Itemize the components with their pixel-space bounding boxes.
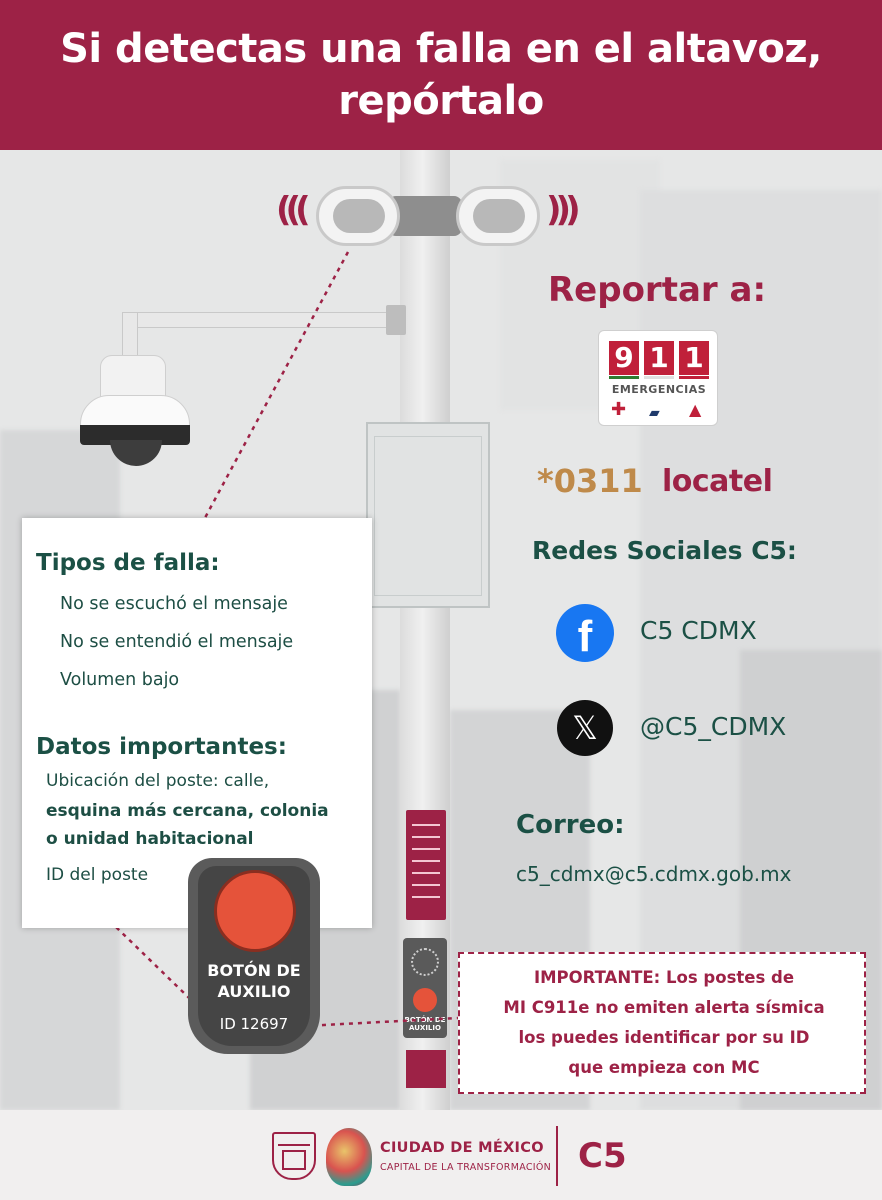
camera-band — [80, 425, 190, 445]
x-handle[interactable]: @C5_CDMX — [640, 712, 787, 741]
tipos-item: No se entendió el mensaje — [60, 632, 294, 652]
datos-item: esquina más cercana, colonia — [46, 801, 329, 821]
pole-help-button-box: BOTÓN DE AUXILIO — [403, 938, 447, 1038]
important-line: los puedes identificar por su ID — [518, 1028, 810, 1047]
cdmx-tagline: CAPITAL DE LA TRANSFORMACIÓN — [380, 1162, 552, 1173]
logo-911-digit: 9 — [609, 341, 639, 375]
info-card: Tipos de falla: No se escuchó el mensaje… — [22, 518, 372, 928]
logo-911-digit: 1 — [644, 341, 674, 375]
logo-911: 9 1 1 EMERGENCIAS ✚ ▰ ▲ — [598, 330, 718, 426]
camera-body — [80, 395, 190, 427]
camera-arm — [122, 312, 392, 328]
datos-item: ID del poste — [46, 865, 149, 885]
speaker-right-icon — [456, 186, 540, 246]
social-title: Redes Sociales C5: — [532, 536, 797, 565]
page-title: Si detectas una falla en el altavoz, rep… — [60, 26, 822, 124]
facebook-handle[interactable]: C5 CDMX — [640, 616, 757, 645]
tipos-title: Tipos de falla: — [36, 550, 220, 576]
help-button-id: ID 12697 — [219, 1015, 289, 1033]
pole-help-button-label: BOTÓN DE AUXILIO — [404, 1016, 446, 1032]
x-twitter-icon[interactable]: 𝕏 — [557, 700, 613, 756]
logo-911-digit: 1 — [679, 341, 709, 375]
cdmx-shield-icon — [272, 1132, 316, 1180]
report-title: Reportar a: — [548, 270, 767, 310]
camera-housing — [100, 355, 166, 400]
important-line: IMPORTANTE: Los postes de — [533, 968, 795, 987]
datos-item: Ubicación del poste: calle, — [46, 771, 270, 791]
datos-item: o unidad habitacional — [46, 829, 254, 849]
pole-wifi-sign — [406, 810, 446, 920]
footer — [0, 1110, 882, 1200]
cdmx-name: CIUDAD DE MÉXICO — [380, 1140, 544, 1156]
cdmx-emblem-icon — [326, 1128, 372, 1186]
tipos-item: No se escuchó el mensaje — [60, 594, 288, 614]
tipos-item: Volumen bajo — [60, 670, 180, 690]
help-button-label: BOTÓN DE AUXILIO — [207, 961, 301, 1001]
firefighter-icon: ▲ — [689, 400, 702, 419]
pole-lower-sign — [406, 1050, 446, 1088]
speaker-grille-icon — [411, 948, 439, 976]
police-cap-icon: ▰ — [649, 405, 660, 421]
red-cross-icon: ✚ — [611, 399, 627, 420]
facebook-icon[interactable]: f — [556, 604, 614, 662]
pole-help-button — [413, 988, 437, 1012]
mail-address[interactable]: c5_cdmx@c5.cdmx.gob.mx — [516, 862, 792, 886]
speaker-mount — [388, 196, 462, 236]
logo-911-label: EMERGENCIAS — [611, 383, 707, 396]
locatel-number: *0311 — [537, 462, 643, 500]
important-line: que empieza con MC — [568, 1058, 760, 1077]
mail-title: Correo: — [516, 810, 625, 840]
footer-divider — [556, 1126, 558, 1186]
camera-arm-drop — [122, 312, 138, 360]
header-banner: Si detectas una falla en el altavoz, rep… — [0, 0, 882, 150]
important-notice: IMPORTANTE: Los postes de MI C911e no em… — [458, 952, 866, 1094]
locatel-logo: locatel — [662, 464, 773, 499]
help-button-icon — [214, 870, 296, 952]
datos-title: Datos importantes: — [36, 734, 287, 760]
sound-wave-right-icon: ))) — [546, 190, 581, 230]
c5-logo: C5 — [578, 1136, 627, 1176]
cabinet-door — [374, 436, 482, 596]
sound-wave-left-icon: ((( — [276, 190, 311, 230]
electrical-cabinet — [366, 422, 490, 608]
arm-clamp — [386, 305, 406, 335]
speaker-left-icon — [316, 186, 400, 246]
important-line: MI C911e no emiten alerta sísmica — [503, 998, 825, 1017]
